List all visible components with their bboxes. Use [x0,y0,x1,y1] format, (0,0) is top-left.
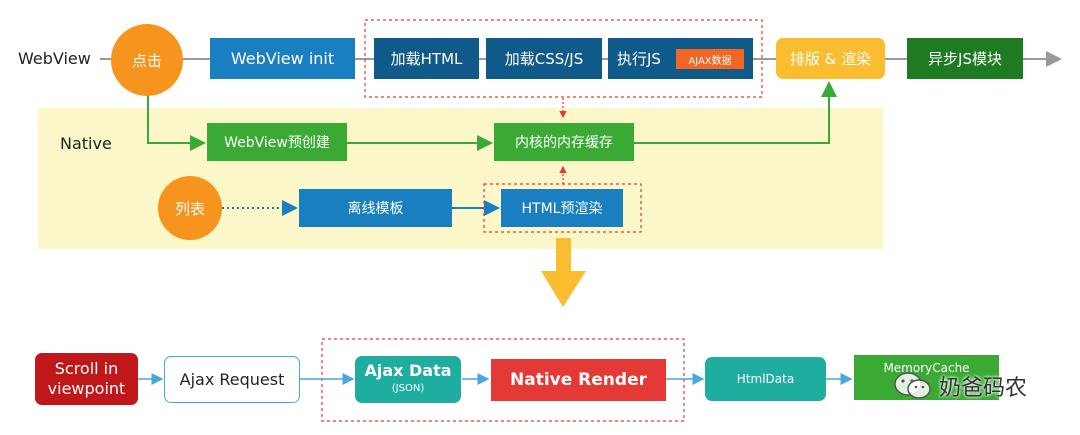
render-group-frame [321,338,685,422]
async-js-label: 异步JS模块 [928,50,1002,68]
webview-init-label: WebView init [230,49,335,68]
prerender-group-frame [483,183,642,233]
click-to-precreate-arrow [147,88,206,151]
ajax-data-label: Ajax Data [364,360,452,380]
offline-template-label: 离线模板 [347,201,404,217]
kernel-cache-label: 内核的内存缓存 [515,135,613,151]
ajax-data-box: Ajax Data (JSON) [355,356,461,403]
ajax-request-label: Ajax Request [179,370,285,389]
webview-precreate-box: WebView预创建 [207,123,347,161]
watermark-text: 奶爸码农 [939,376,1028,401]
click-circle: 点击 [111,24,183,96]
layout-render-label: 排版 & 渲染 [789,50,872,68]
wechat-icon [894,372,931,399]
load-css-js-label: 加载CSS/JS [504,50,584,68]
load-css-js-box: 加载CSS/JS [486,38,602,79]
html-prerender-box: HTML预渲染 [501,189,623,227]
cache-to-render-arrow [634,81,837,144]
memory-cache-label: MemoryCache [883,361,970,375]
scroll-line1: Scroll in [54,359,119,378]
down-arrow-head [541,271,586,307]
webview-init-box: WebView init [210,38,355,79]
html-data-label: HtmlData [736,372,795,386]
down-arrow-shaft [556,238,571,271]
webview-lane-label: WebView [18,49,91,68]
watermark: 奶爸码农 [893,370,1027,402]
list-label: 列表 [174,199,205,218]
html-data-box: HtmlData [705,357,826,401]
scroll-line2: viewpoint [47,379,126,398]
load-html-box: 加载HTML [374,38,479,79]
native-lane-label: Native [60,134,112,153]
scroll-in-viewpoint-box: Scroll in viewpoint [35,353,138,405]
layout-render-box: 排版 & 渲染 [776,38,885,79]
native-render-box: Native Render [491,359,666,401]
click-label: 点击 [131,51,162,70]
ajax-data-sub-label: (JSON) [391,382,425,394]
list-circle: 列表 [158,176,222,240]
load-group-frame [364,19,763,98]
load-html-label: 加载HTML [390,50,463,68]
webview-precreate-label: WebView预创建 [224,135,330,151]
offline-template-box: 离线模板 [299,189,452,227]
kernel-cache-box: 内核的内存缓存 [494,123,634,161]
exec-js-label: 执行JS [617,50,661,68]
ajax-data-badge: AJAX数据 [676,49,744,69]
ajax-request-box: Ajax Request [164,356,300,403]
html-prerender-label: HTML预渲染 [521,201,603,217]
ajax-data-badge-label: AJAX数据 [688,55,732,67]
async-js-box: 异步JS模块 [907,38,1023,79]
native-render-label: Native Render [510,370,647,390]
